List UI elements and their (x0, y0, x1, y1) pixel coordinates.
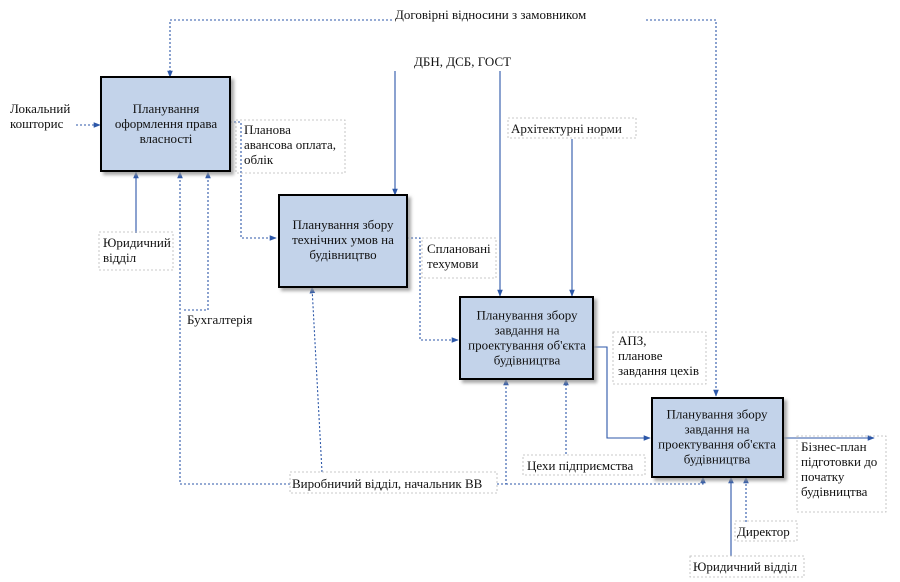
label-legal-dept-2: Юридичний відділ (693, 559, 798, 574)
arrow-contract-box1 (167, 19, 392, 78)
box-4-label-line: будівництва (684, 452, 751, 467)
label-planned-advance-line: Планова (244, 122, 291, 137)
label-contract-line: Договірні відносини з замовником (395, 7, 586, 22)
box-3-label-line: будівництва (494, 353, 561, 368)
label-business-plan-line: початку (801, 469, 845, 484)
label-apz-line: планове (618, 348, 663, 363)
label-business-plan-line: підготовки до (801, 454, 877, 469)
arrow-box1-box2 (230, 121, 277, 241)
label-architecture: Архітектурні норми (511, 121, 622, 136)
label-apz-line: АПЗ, (618, 333, 647, 348)
label-director: Директор (737, 524, 790, 539)
label-apz-line: завдання цехів (618, 363, 699, 378)
label-contract: Договірні відносини з замовником (395, 7, 586, 22)
label-production: Виробничий відділ, начальник ВВ (292, 476, 483, 491)
label-standards: ДБН, ДСБ, ГОСТ (414, 54, 511, 69)
box-2-label-line: Планування збору (292, 217, 394, 232)
box-3-label-line: проектування об'єкта (468, 338, 586, 353)
flow-lines (76, 19, 875, 556)
box-1-label-line: Планування (133, 101, 200, 116)
label-local-estimate-line: кошторис (10, 116, 64, 131)
box-1-label-line: оформлення права (115, 116, 218, 131)
label-planned-tech-line: Сплановані (427, 241, 491, 256)
arrow-production-box3 (497, 378, 509, 485)
box-4-label-line: Планування збору (666, 407, 768, 422)
label-business-plan-line: будівництва (801, 484, 868, 499)
label-frames (98, 117, 887, 578)
label-legal-dept-2-line: Юридичний відділ (693, 559, 798, 574)
box-2-label-line: будівництво (309, 247, 376, 262)
label-accounting: Бухгалтерія (187, 312, 252, 327)
box-1-label-line: власності (140, 131, 193, 146)
box-2-label-line: технічних умов на (292, 232, 394, 247)
label-production-line: Виробничий відділ, начальник ВВ (292, 476, 483, 491)
arrow-production-box1 (177, 171, 290, 485)
label-workshops: Цехи підприємства (527, 458, 634, 473)
label-standards-line: ДБН, ДСБ, ГОСТ (414, 54, 511, 69)
arrow-contract-box4 (646, 19, 719, 397)
label-planned-advance-line: облік (244, 152, 274, 167)
arrow-production-box2 (309, 286, 323, 473)
box-4-label-line: завдання на (685, 422, 750, 437)
arrow-production-box4 (506, 476, 706, 485)
label-accounting-line: Бухгалтерія (187, 312, 252, 327)
label-legal-dept-1-line: відділ (103, 250, 137, 265)
label-architecture-line: Архітектурні норми (511, 121, 622, 136)
label-legal-dept-1-line: Юридичний (103, 235, 171, 250)
box-3-label-line: завдання на (495, 323, 560, 338)
arrow-box2-box3 (407, 237, 459, 343)
label-local-estimate-line: Локальний (10, 101, 70, 116)
labels: Договірні відносини з замовником ДБН, ДС… (10, 7, 877, 574)
label-director-line: Директор (737, 524, 790, 539)
arrow-box3-box4 (593, 346, 651, 441)
box-3-label-line: Планування збору (476, 308, 578, 323)
box-4-label-line: проектування об'єкта (658, 437, 776, 452)
label-planned-advance-line: авансова оплата, (244, 137, 336, 152)
label-planned-tech-line: техумови (427, 256, 478, 271)
label-business-plan-line: Бізнес-план (801, 439, 867, 454)
arrow-accounting-box1 (184, 171, 211, 311)
label-workshops-line: Цехи підприємства (527, 458, 634, 473)
